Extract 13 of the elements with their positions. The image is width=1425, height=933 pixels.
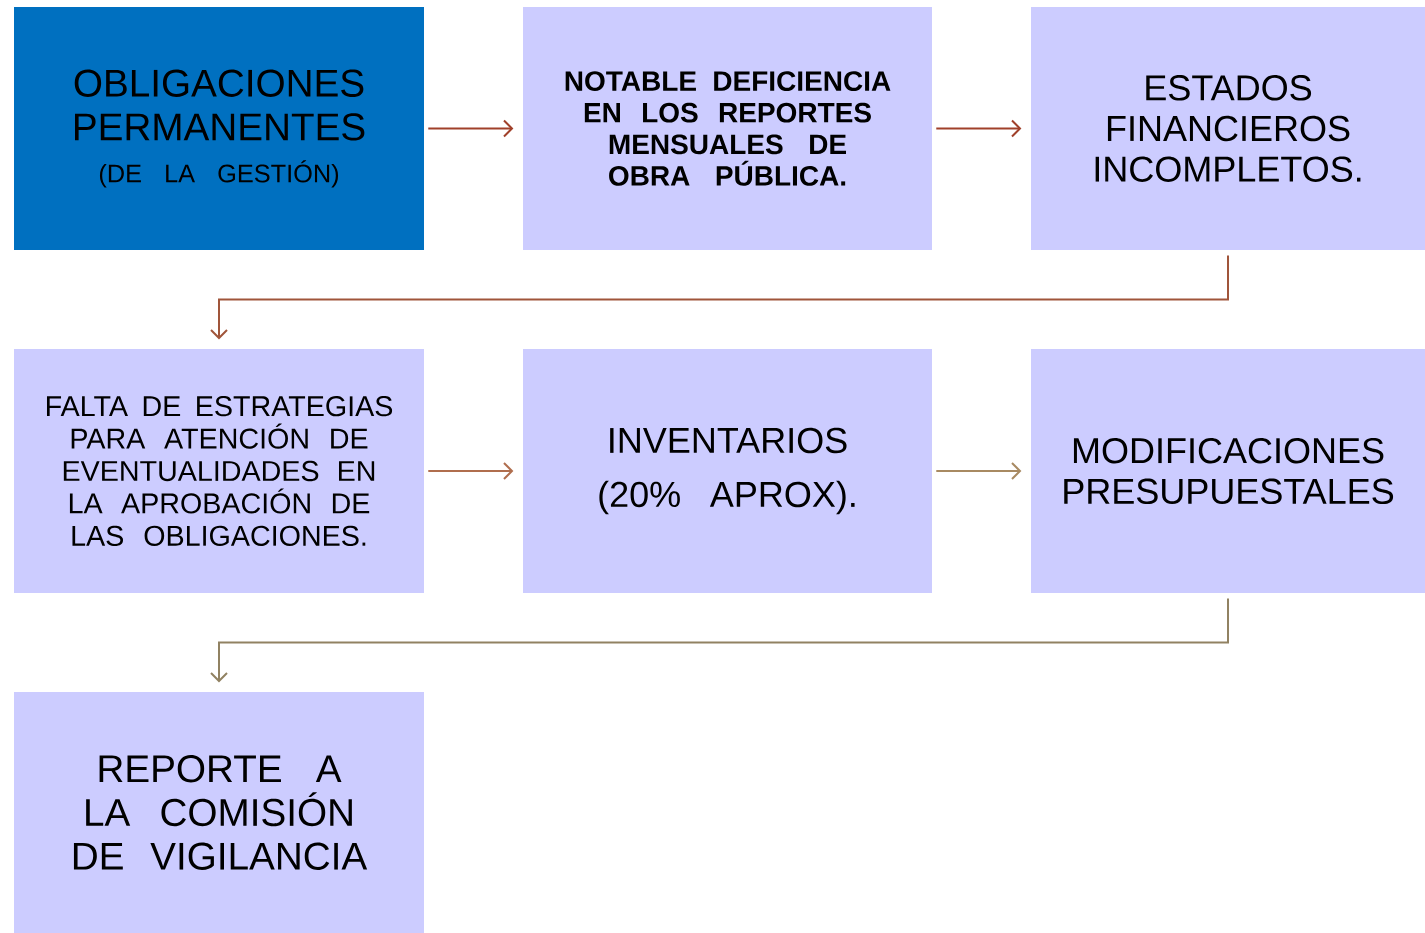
- arrow: [210, 597, 1229, 683]
- process-box: NOTABLE DEFICIENCIA EN LOS REPORTES MENSUALES DE OBRA PÚBLICA.: [523, 7, 932, 250]
- arrow: [427, 462, 514, 480]
- process-box: OBLIGACIONES PERMANENTES (DE LA GESTIÓN): [14, 7, 424, 250]
- process-box: INVENTARIOS (20% APROX).: [523, 349, 932, 593]
- arrow: [427, 119, 514, 138]
- arrow: [935, 462, 1022, 480]
- process-box: ESTADOS FINANCIEROS INCOMPLETOS.: [1031, 7, 1425, 250]
- arrow: [935, 119, 1022, 138]
- process-box: REPORTE A LA COMISIÓN DE VIGILANCIA: [14, 692, 424, 933]
- process-box: MODIFICACIONES PRESUPUESTALES: [1031, 349, 1425, 593]
- process-box: FALTA DE ESTRATEGIAS PARA ATENCIÓN DE EVENTUALIDADES EN LA APROBACIÓN DE LAS OBLIGACIONES.: [14, 349, 424, 593]
- arrow: [210, 254, 1229, 340]
